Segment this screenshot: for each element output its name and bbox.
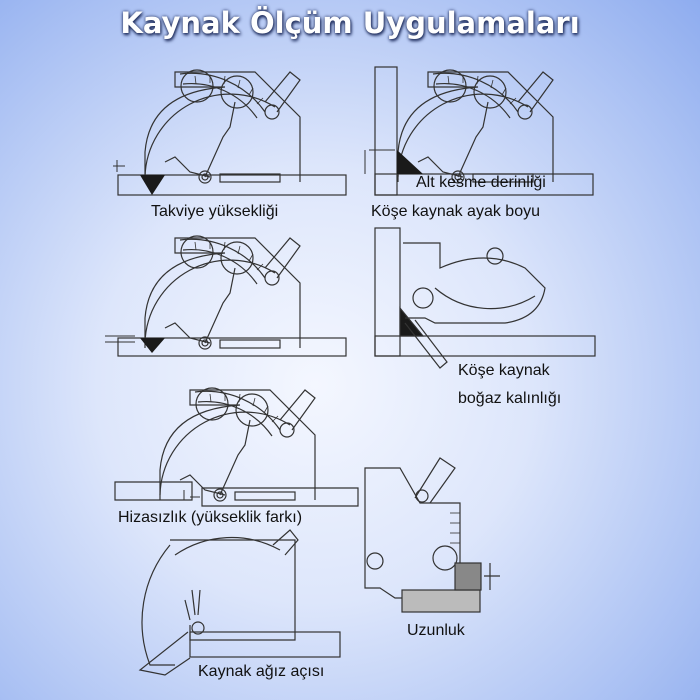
gauge-bevel — [138, 529, 341, 676]
label-fillet-leg: Köşe kaynak ayak boyu — [371, 203, 540, 220]
gauge-undercut-fillet — [364, 66, 594, 196]
gauge-reinforcement — [113, 69, 347, 196]
label-misalignment: Hizasızlık (yükseklik farkı) — [118, 509, 303, 526]
label-undercut-depth: Alt kesme derinliği — [416, 174, 546, 191]
label-fillet-throat-line1: Köşe kaynak — [458, 362, 550, 379]
label-fillet-throat-line2: boğaz kalınlığı — [458, 390, 562, 407]
label-reinforcement-height: Takviye yüksekliği — [151, 203, 279, 220]
gauge-length — [364, 457, 500, 613]
gauge-misalignment — [114, 387, 359, 507]
label-length: Uzunluk — [407, 622, 465, 639]
label-bevel-angle: Kaynak ağız açısı — [198, 663, 325, 680]
page-title: Kaynak Ölçüm Uygulamaları — [120, 6, 580, 40]
gauge-reinforcement-2 — [105, 235, 347, 357]
gauge-throat — [374, 227, 596, 369]
weld-bead — [140, 175, 165, 195]
